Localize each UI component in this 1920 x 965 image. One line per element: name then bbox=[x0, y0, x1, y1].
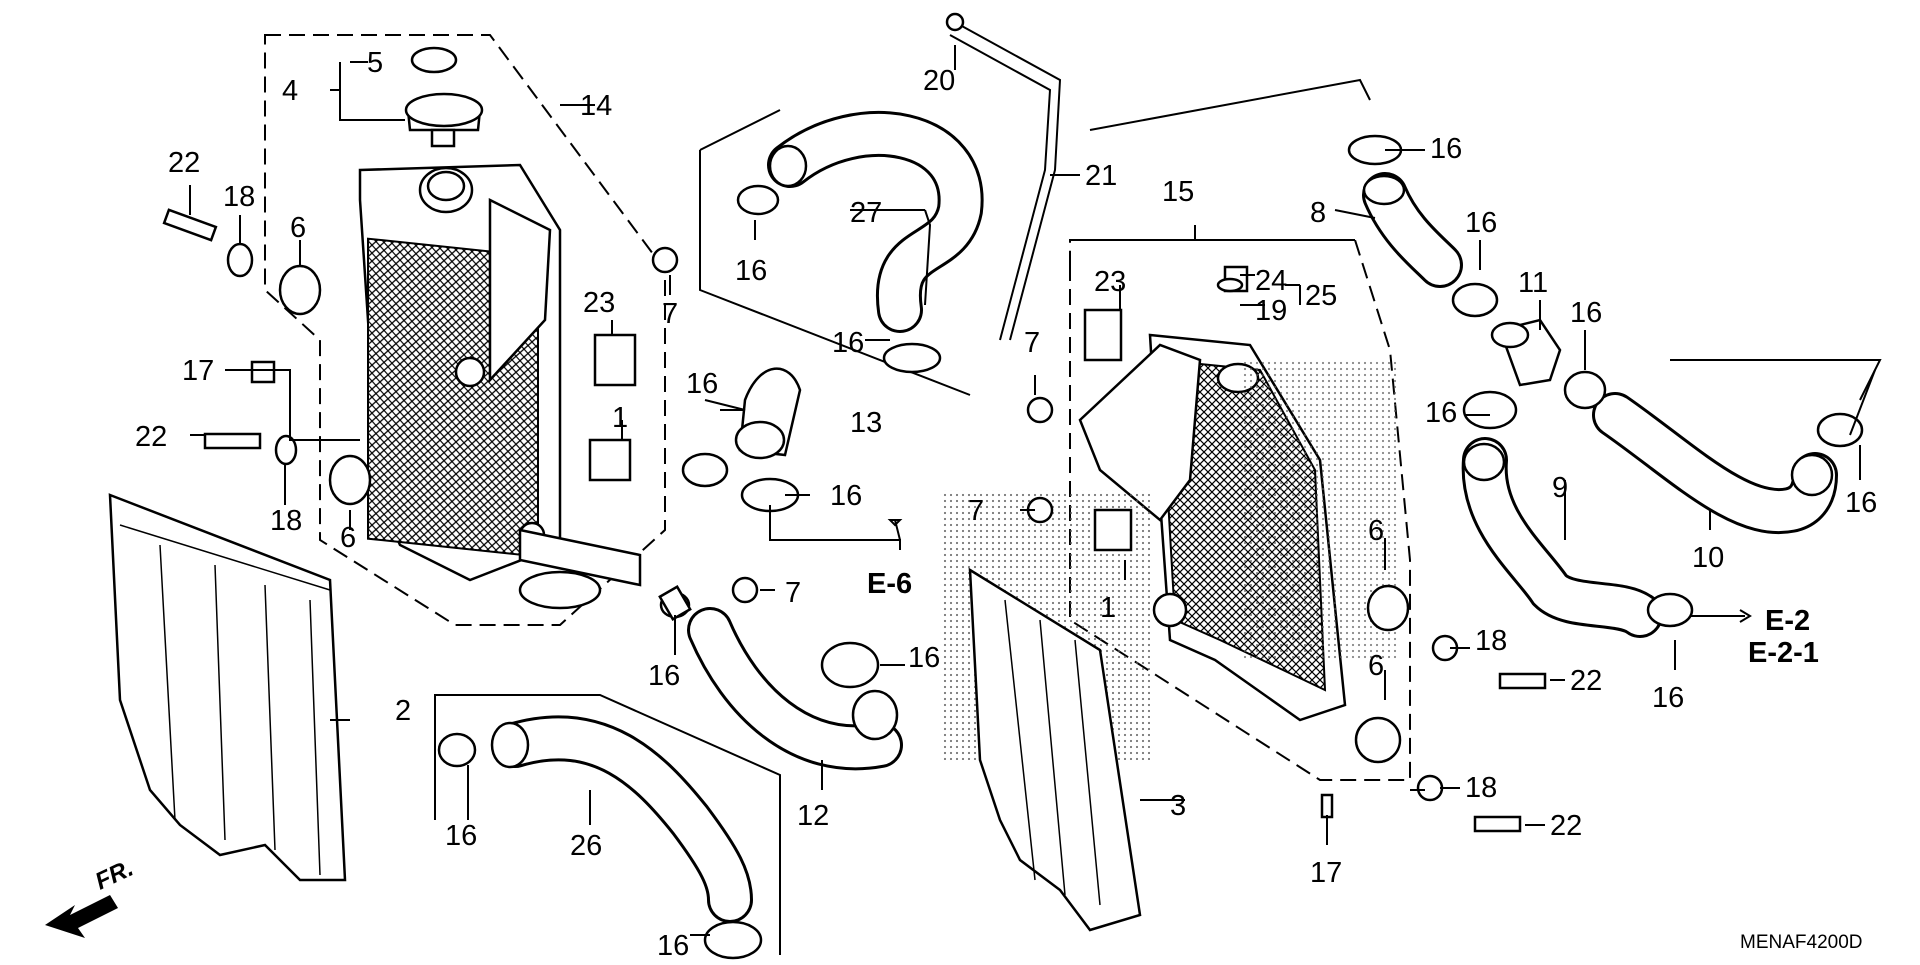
callout-12: 12 bbox=[797, 800, 829, 832]
front-direction-arrow bbox=[45, 895, 118, 938]
hose-9 bbox=[1461, 437, 1663, 638]
callout-27: 27 bbox=[850, 197, 882, 229]
callout-16-lower-a: 16 bbox=[445, 820, 477, 852]
callout-13: 13 bbox=[850, 407, 882, 439]
callout-16-right-a: 16 bbox=[1430, 133, 1462, 165]
callout-3: 3 bbox=[1170, 790, 1186, 822]
callout-7-mid: 7 bbox=[785, 577, 801, 609]
callout-23-right: 23 bbox=[1094, 266, 1126, 298]
callout-16-mid-d: 16 bbox=[908, 642, 940, 674]
callout-6-left-top: 6 bbox=[290, 212, 306, 244]
callout-5: 5 bbox=[367, 47, 383, 79]
callout-22-right-a: 22 bbox=[1570, 665, 1602, 697]
radiator-cap-5 bbox=[410, 46, 458, 74]
callout-16-right-c: 16 bbox=[1570, 297, 1602, 329]
front-label: FR. bbox=[91, 855, 137, 896]
callout-labels: 5 4 14 22 18 6 23 7 17 22 1 18 6 2 20 21… bbox=[91, 47, 1877, 962]
hose-13 bbox=[734, 367, 802, 460]
callout-18-top-left: 18 bbox=[223, 181, 255, 213]
callout-15: 15 bbox=[1162, 176, 1194, 208]
bolts-washers-grommets bbox=[162, 12, 1547, 833]
callout-16-right-f: 16 bbox=[1652, 682, 1684, 714]
callout-11: 11 bbox=[1518, 267, 1548, 299]
callout-16-right-e: 16 bbox=[1845, 487, 1877, 519]
hose-21 bbox=[949, 24, 1062, 341]
callout-16-right-b: 16 bbox=[1465, 207, 1497, 239]
callout-1-right: 1 bbox=[1100, 592, 1116, 624]
callout-16-mid-a: 16 bbox=[686, 368, 718, 400]
callout-18-right-a: 18 bbox=[1475, 625, 1507, 657]
callout-19: 19 bbox=[1255, 295, 1287, 327]
reference-e2: E-2 bbox=[1765, 605, 1810, 637]
group-outline-right-radiator bbox=[1069, 239, 1411, 781]
callout-25: 25 bbox=[1305, 280, 1337, 312]
callout-16-mid-c: 16 bbox=[648, 660, 680, 692]
hose-26 bbox=[490, 715, 753, 923]
callout-4: 4 bbox=[282, 75, 298, 107]
hose-12 bbox=[687, 607, 903, 771]
diagram-code: MENAF4200D bbox=[1740, 932, 1863, 953]
hose-10 bbox=[1592, 392, 1838, 535]
callout-16-mid-b: 16 bbox=[830, 480, 862, 512]
callout-7-right-top: 7 bbox=[1024, 327, 1040, 359]
callout-1-left: 1 bbox=[612, 402, 628, 434]
callout-9: 9 bbox=[1552, 472, 1568, 504]
right-shroud bbox=[940, 360, 1400, 932]
callout-22-left: 22 bbox=[135, 421, 167, 453]
group-outline-upper-hose bbox=[699, 78, 1371, 396]
reference-e6: E-6 bbox=[867, 568, 912, 600]
callout-16-lower-b: 16 bbox=[657, 930, 689, 960]
callout-7-right-mid: 7 bbox=[968, 495, 984, 527]
hose-8 bbox=[1362, 172, 1463, 288]
callout-8: 8 bbox=[1310, 197, 1326, 229]
reference-e2-1: E-2-1 bbox=[1748, 637, 1819, 669]
callout-16-right-d: 16 bbox=[1425, 397, 1457, 429]
callout-6-right-a: 6 bbox=[1368, 515, 1384, 547]
callout-17-right: 17 bbox=[1310, 857, 1342, 889]
callout-21: 21 bbox=[1085, 160, 1117, 192]
callout-23-left: 23 bbox=[583, 287, 615, 319]
callout-10: 10 bbox=[1692, 542, 1724, 574]
callout-16-upper-hose-b: 16 bbox=[832, 327, 864, 359]
callout-6-left-bottom: 6 bbox=[340, 522, 356, 554]
callout-17-left: 17 bbox=[182, 355, 214, 387]
callout-18-right-b: 18 bbox=[1465, 772, 1497, 804]
callout-18-left: 18 bbox=[270, 505, 302, 537]
left-radiator bbox=[358, 163, 642, 610]
callout-16-upper-hose-a: 16 bbox=[735, 255, 767, 287]
left-shroud bbox=[108, 493, 347, 882]
group-outline-left-radiator bbox=[264, 34, 666, 626]
callout-14: 14 bbox=[580, 90, 612, 122]
callout-2: 2 bbox=[395, 695, 411, 727]
callout-20: 20 bbox=[923, 65, 955, 97]
callout-7-left-top: 7 bbox=[662, 298, 678, 330]
leader-lines bbox=[189, 45, 1882, 936]
callout-26: 26 bbox=[570, 830, 602, 862]
callout-22-right-b: 22 bbox=[1550, 810, 1582, 842]
callout-6-right-b: 6 bbox=[1368, 650, 1384, 682]
joint-11 bbox=[1490, 318, 1562, 387]
callout-24: 24 bbox=[1255, 265, 1287, 297]
callout-22-top-left: 22 bbox=[168, 147, 200, 179]
hose-27 bbox=[767, 111, 984, 333]
group-outline-lower-hose bbox=[434, 694, 781, 955]
radiator-cap-4 bbox=[404, 92, 484, 148]
hose-clamps bbox=[437, 134, 1864, 960]
